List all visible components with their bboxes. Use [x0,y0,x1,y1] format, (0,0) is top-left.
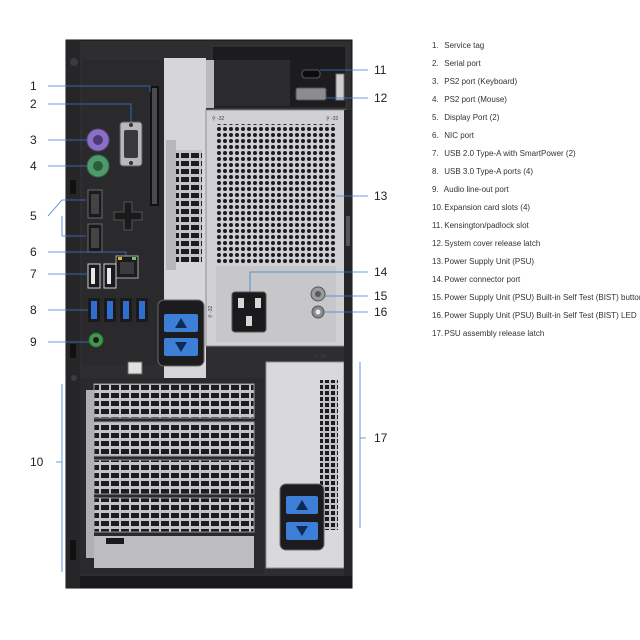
usb2-port-2[interactable] [103,263,117,289]
psu-bist-led [311,305,325,319]
callout-11: 11 [374,63,387,77]
callout-3: 3 [30,133,37,147]
usb3-port-1[interactable] [88,298,100,322]
legend-item: 11. Kensington/padlock slot [432,221,529,230]
usb3-port-3[interactable] [120,298,132,322]
legend-item: 2. Serial port [432,59,481,68]
top-latch-face [214,60,290,106]
legend: 1. Service tag 2. Serial port 3. PS2 por… [432,40,640,346]
legend-item: 5. Display Port (2) [432,113,500,122]
chassis-bottom-foot [66,576,352,588]
legend-item: 15. Power Supply Unit (PSU) Built-in Sel… [432,293,640,302]
legend-item: 16. Power Supply Unit (PSU) Built-in Sel… [432,311,637,320]
right-rail [344,110,352,576]
callout-14: 14 [374,265,388,279]
psu-hex-vent[interactable] [216,124,336,264]
callout-17: 17 [374,431,388,445]
callout-2: 2 [30,97,37,111]
rail-hole [70,540,76,560]
legend-item: 14. Power connector port [432,275,521,284]
slot-rail [86,390,94,558]
ps2-keyboard-port[interactable] [86,128,110,152]
upper-blue-latch[interactable] [157,299,205,367]
callout-4: 4 [30,159,37,173]
plus-knockout [113,201,143,231]
callout-9: 9 [30,335,37,349]
callout-13: 13 [374,189,388,203]
chassis-marking-c: ⚲ -32 [208,306,214,318]
rail-slot [346,216,350,246]
psu-bist-button[interactable] [310,286,326,302]
chassis-marking-d: ⚲ -32 [314,354,326,360]
panel-rail [166,140,176,270]
callout-12: 12 [374,91,388,105]
power-connector-port[interactable] [231,291,267,333]
callout-16: 16 [374,305,388,319]
slot-cover-upper-vent [176,150,202,262]
screw [71,375,77,381]
legend-item: 1. Service tag [432,41,485,50]
nic-port[interactable] [115,255,139,279]
callout-1: 1 [30,79,37,93]
ps2-mouse-port[interactable] [86,154,110,178]
callout-15: 15 [374,289,388,303]
display-port-1[interactable] [87,189,103,219]
legend-item: 9. Audio line-out port [432,185,509,194]
leader-lines [47,69,368,572]
expansion-slot-1[interactable] [93,383,255,419]
legend-item: 4. PS2 port (Mouse) [432,95,507,104]
usb3-port-4[interactable] [136,298,148,322]
screw [70,58,78,66]
rail-hole [70,180,76,194]
display-port-2[interactable] [87,223,103,253]
plate-cutout [106,538,124,544]
expansion-slot-4[interactable] [93,497,255,533]
callout-8: 8 [30,303,37,317]
latch-bracket [206,60,214,108]
service-tag-strip [152,88,157,204]
left-rail [66,40,80,588]
legend-item: 12. System cover release latch [432,239,541,248]
legend-item: 10. Expansion card slots (4) [432,203,531,212]
callout-5: 5 [30,209,37,223]
system-cover-release-latch[interactable] [295,73,345,101]
legend-item: 7. USB 2.0 Type-A with SmartPower (2) [432,149,576,158]
expansion-slot-2[interactable] [93,421,255,457]
psu-assembly-release-latch[interactable] [279,483,325,551]
chassis-marking-b: ⚲ -32 [326,116,338,122]
usb3-port-2[interactable] [104,298,116,322]
small-label [127,361,143,375]
kensington-slot[interactable] [301,69,321,79]
legend-item: 17. PSU assembly release latch [432,329,545,338]
chassis-marking-a: ⚲ -32 [212,116,224,122]
legend-item: 3. PS2 port (Keyboard) [432,77,518,86]
usb2-port-1[interactable] [87,263,101,289]
expansion-slot-3[interactable] [93,459,255,495]
legend-item: 13. Power Supply Unit (PSU) [432,257,535,266]
rail-hole [70,344,76,358]
serial-port[interactable] [119,121,143,167]
callout-10: 10 [30,455,44,469]
audio-line-out-port[interactable] [88,332,104,348]
legend-item: 6. NIC port [432,131,475,140]
callout-7: 7 [30,267,37,281]
callout-6: 6 [30,245,37,259]
legend-item: 8. USB 3.0 Type-A ports (4) [432,167,534,176]
